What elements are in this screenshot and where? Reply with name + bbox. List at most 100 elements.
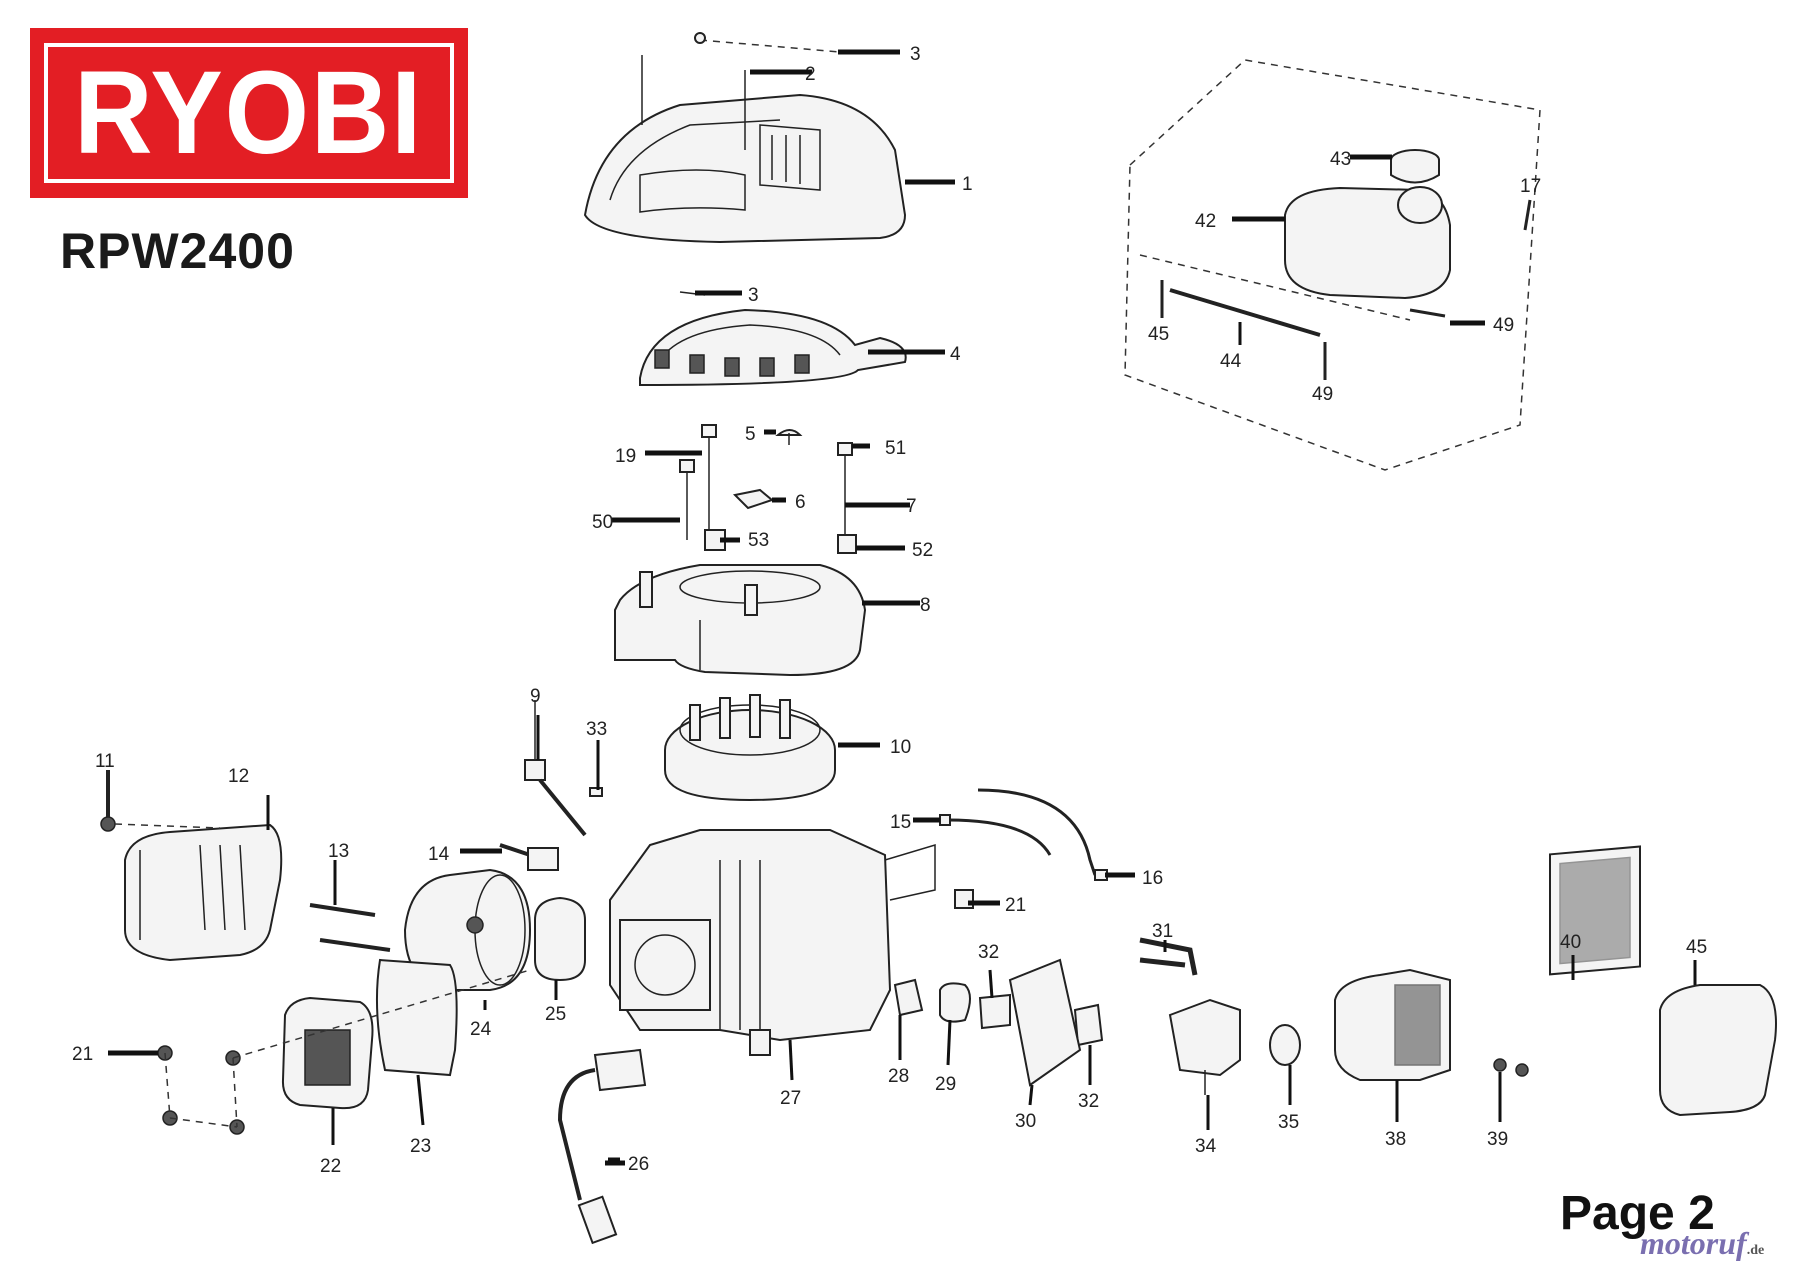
part-gasket-28 <box>893 978 924 1017</box>
part-screw-49 <box>1409 308 1446 318</box>
part-engine-cover <box>583 93 907 244</box>
callout-14: 14 <box>428 844 450 865</box>
part-spacer-6 <box>732 488 775 510</box>
callout-22: 22 <box>320 1156 341 1177</box>
callout-35: 35 <box>1278 1112 1299 1133</box>
part-gasket-23 <box>375 958 458 1077</box>
model-number: RPW2400 <box>60 223 295 279</box>
callout-5: 5 <box>745 424 756 445</box>
callout-17: 17 <box>1520 176 1541 197</box>
brand-name: RYOBI <box>74 47 424 179</box>
callout-50: 50 <box>592 512 613 533</box>
part-engine-block <box>609 829 936 1056</box>
callout-30: 30 <box>1015 1111 1036 1132</box>
callout-9: 9 <box>530 686 541 707</box>
callout-32a: 32 <box>978 942 999 963</box>
part-fuel-cap <box>1390 149 1440 184</box>
part-air-filter-base <box>1334 968 1451 1081</box>
callout-13: 13 <box>328 841 349 862</box>
callout-32b: 32 <box>1078 1091 1099 1112</box>
callout-27: 27 <box>780 1088 801 1109</box>
callout-21: 21 <box>72 1044 93 1065</box>
callout-3a: 3 <box>910 44 921 65</box>
callout-6: 6 <box>795 492 806 513</box>
fuel-tank-group-box <box>1124 59 1541 471</box>
part-carburetor <box>1168 998 1241 1095</box>
watermark: motoruf.de <box>1640 1225 1764 1262</box>
callout-42: 42 <box>1195 211 1216 232</box>
callout-24: 24 <box>470 1019 492 1040</box>
callout-2: 2 <box>805 64 816 85</box>
callout-10: 10 <box>890 737 911 758</box>
part-valve-cover-bolts <box>157 969 531 1135</box>
part-filter-cover <box>1659 984 1777 1117</box>
part-valve-cover <box>281 996 374 1110</box>
callout-40: 40 <box>1560 932 1581 953</box>
callout-34: 34 <box>1195 1136 1217 1157</box>
part-spark-plug <box>499 843 559 871</box>
part-gasket-25 <box>534 896 586 982</box>
callout-33: 33 <box>586 719 607 740</box>
page-label: Page 2 <box>1560 1187 1715 1240</box>
part-muffler-shield <box>124 823 283 962</box>
part-breather-tube <box>1139 937 1198 976</box>
callout-1: 1 <box>962 174 973 195</box>
callout-39: 39 <box>1487 1129 1508 1150</box>
part-flywheel <box>664 694 836 802</box>
callout-49: 49 <box>1493 315 1514 336</box>
part-gasket-32b <box>1073 1003 1104 1047</box>
part-filter-element <box>1549 845 1641 976</box>
callout-29: 29 <box>935 1074 956 1095</box>
part-heat-plate <box>1008 958 1082 1087</box>
part-nut-39b <box>1515 1063 1529 1077</box>
watermark-main: motoruf <box>1640 1225 1747 1261</box>
callout-7: 7 <box>906 496 917 517</box>
callout-12: 12 <box>228 766 249 787</box>
callout-11: 11 <box>95 751 115 772</box>
part-gasket-35 <box>1269 1024 1301 1066</box>
callout-38: 38 <box>1385 1129 1406 1150</box>
callout-23: 23 <box>410 1136 431 1157</box>
guide-line <box>699 39 841 53</box>
part-screw-17 <box>1523 199 1532 231</box>
part-recoil-starter <box>639 308 907 387</box>
callout-4: 4 <box>950 344 961 365</box>
callout-52: 52 <box>912 540 933 561</box>
callout-26: 26 <box>628 1154 649 1175</box>
callout-15: 15 <box>890 812 911 833</box>
callout-51: 51 <box>885 438 906 459</box>
part-blower-housing <box>614 564 867 677</box>
logo-frame: RYOBI <box>44 43 454 183</box>
callout-16: 16 <box>1142 868 1163 889</box>
part-muffler <box>403 868 532 991</box>
part-dipstick <box>524 700 587 837</box>
part-bolt-7 <box>837 442 857 554</box>
callout-3b: 3 <box>748 285 759 306</box>
callout-45a: 45 <box>1148 324 1169 345</box>
part-bolt-11 <box>100 816 116 832</box>
callout-19: 19 <box>615 446 636 467</box>
part-washer <box>694 32 706 44</box>
part-nut-39a <box>1493 1058 1507 1072</box>
callout-43: 43 <box>1330 149 1351 170</box>
guide-line <box>114 823 221 829</box>
ryobi-logo: RYOBI <box>30 28 468 198</box>
part-tank-rod <box>1169 288 1321 337</box>
callout-20: 21 <box>1005 895 1026 916</box>
part-fuel-tank <box>1284 186 1451 300</box>
part-screw-5 <box>775 429 803 436</box>
part-ignition-coil <box>557 1048 647 1245</box>
part-gasket-32a <box>978 993 1011 1030</box>
callout-53: 53 <box>748 530 769 551</box>
callout-44: 44 <box>1220 351 1242 372</box>
callout-45b: 49 <box>1312 384 1333 405</box>
callout-31: 31 <box>1152 921 1173 942</box>
callout-25: 25 <box>545 1004 566 1025</box>
watermark-tld: .de <box>1746 1243 1765 1258</box>
callout-41: 45 <box>1686 937 1707 958</box>
part-key <box>589 787 603 797</box>
part-bolts-19-50 <box>679 424 726 551</box>
part-muffler-studs <box>309 903 391 952</box>
